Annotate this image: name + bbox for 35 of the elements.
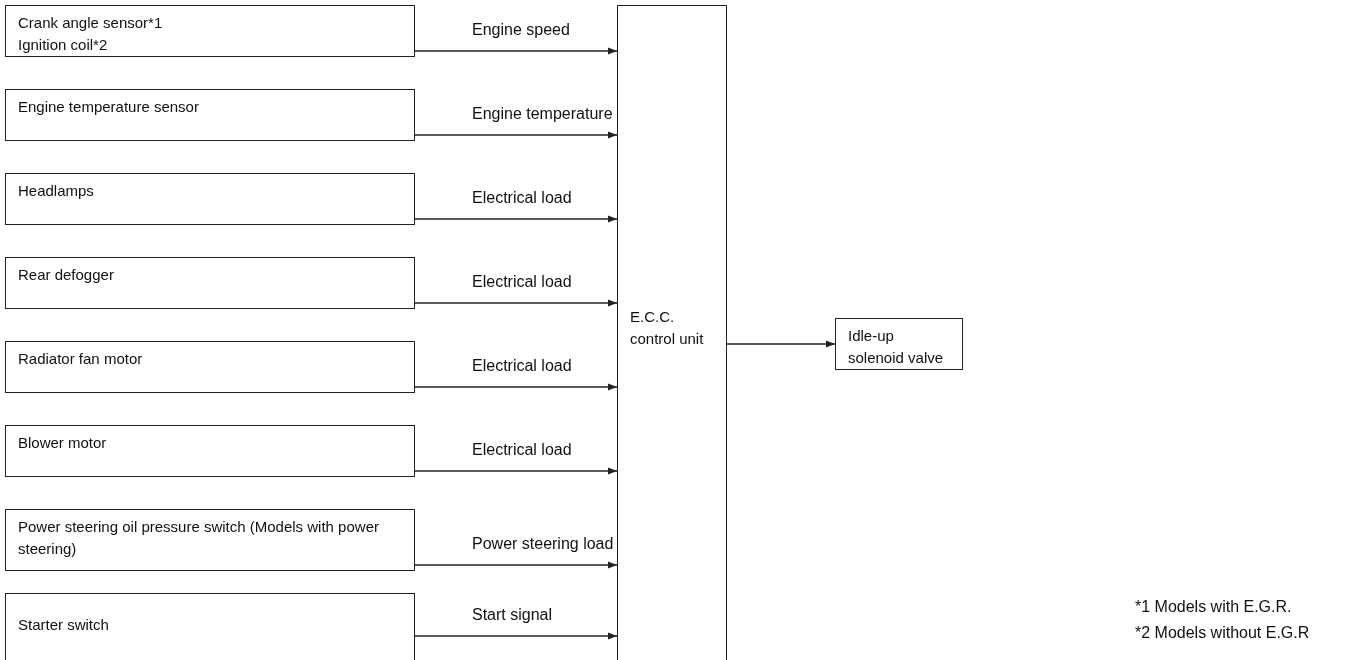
component-box <box>5 257 415 309</box>
component-box <box>5 341 415 393</box>
edge-label: Power steering load <box>470 535 616 553</box>
arrow <box>414 383 618 391</box>
node-text: Ignition coil*2 <box>18 35 109 55</box>
footnote: *2 Models without E.G.R <box>1135 624 1310 642</box>
arrow <box>414 632 618 640</box>
arrow <box>414 467 618 475</box>
node-text: Rear defogger <box>18 265 115 285</box>
control-unit-box <box>617 5 727 660</box>
arrow <box>414 561 618 569</box>
footnote: *1 Models with E.G.R. <box>1135 598 1292 616</box>
arrow <box>414 47 618 55</box>
arrow <box>726 340 836 348</box>
arrow <box>414 299 618 307</box>
node-text: Radiator fan motor <box>18 349 144 369</box>
node-text: Blower motor <box>18 433 108 453</box>
node-text: Idle-up solenoid valve <box>848 326 945 368</box>
component-box <box>5 593 415 660</box>
node-text: Engine temperature sensor <box>18 97 200 117</box>
component-box <box>835 318 963 370</box>
component-box <box>5 425 415 477</box>
component-box <box>5 5 415 57</box>
arrow <box>414 215 618 223</box>
edge-label: Engine speed <box>470 21 572 39</box>
node-text: Power steering oil pressure switch (Models with power steering) <box>18 517 380 559</box>
node-text: Headlamps <box>18 181 95 201</box>
component-box <box>5 173 415 225</box>
component-box <box>5 509 415 571</box>
node-text: E.C.C. control unit <box>630 307 705 349</box>
component-box <box>5 89 415 141</box>
node-text: Crank angle sensor*1 <box>18 13 164 33</box>
edge-label: Engine temperature <box>470 105 615 123</box>
node-text: Starter switch <box>18 615 110 635</box>
arrow <box>414 131 618 139</box>
